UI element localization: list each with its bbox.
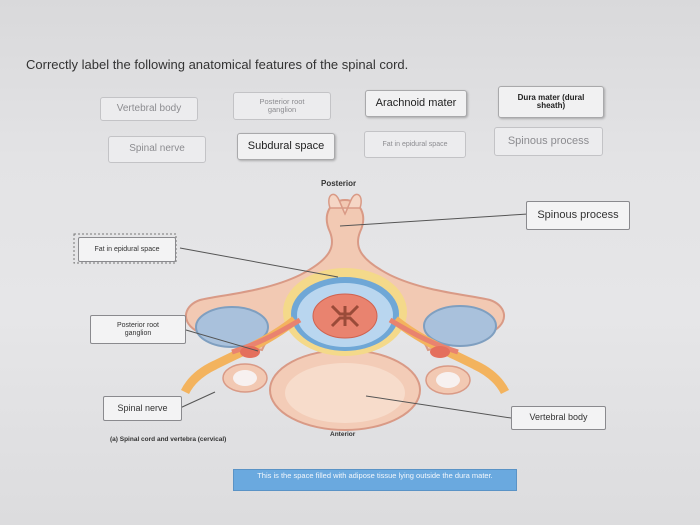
drop-zone-vertebral-body[interactable]: Vertebral body	[511, 406, 606, 430]
bank-chip-posterior-root-ganglion[interactable]: Posterior root ganglion	[233, 92, 331, 120]
nerve-root-left	[231, 317, 302, 355]
drop-target-highlight	[73, 233, 177, 264]
transverse-foramen-left	[195, 306, 269, 348]
drop-zone-fat-epidural-space[interactable]: Fat in epidural space	[78, 237, 176, 262]
vertebral-body-inner	[285, 363, 405, 423]
lower-foramen-left	[233, 370, 257, 386]
question-text: Correctly label the following anatomical…	[26, 57, 409, 72]
leader-ganglion	[185, 329, 259, 352]
bank-chip-vertebral-body[interactable]: Vertebral body	[100, 97, 198, 121]
leader-spinal-nerve	[179, 391, 216, 409]
hint-tooltip: This is the space filled with adipose ti…	[233, 469, 517, 491]
figure-caption: (a) Spinal cord and vertebra (cervical)	[110, 436, 227, 443]
transverse-foramen-right	[423, 305, 497, 347]
drop-zone-posterior-root-ganglion[interactable]: Posterior root ganglion	[90, 315, 186, 344]
drop-zone-spinous-process[interactable]: Spinous process	[526, 201, 630, 230]
leader-vertebral	[365, 395, 512, 419]
ganglion-right	[430, 346, 450, 358]
leader-fat	[179, 247, 339, 278]
gray-matter	[330, 304, 360, 328]
drop-zone-spinal-nerve[interactable]: Spinal nerve	[103, 396, 182, 421]
nerve-root-right	[388, 317, 459, 355]
bank-chip-dura-mater[interactable]: Dura mater (dural sheath)	[498, 86, 604, 118]
lower-foramen-right	[436, 372, 460, 388]
bank-chip-fat-epidural-space[interactable]: Fat in epidural space	[364, 131, 466, 158]
spinous-process-tip	[328, 193, 362, 216]
bank-chip-spinal-nerve[interactable]: Spinal nerve	[108, 136, 206, 163]
ganglion-left	[240, 346, 260, 358]
bank-chip-arachnoid-mater[interactable]: Arachnoid mater	[365, 90, 467, 117]
leader-spinous	[339, 213, 529, 227]
posterior-label: Posterior	[321, 179, 357, 188]
bank-chip-subdural-space[interactable]: Subdural space	[237, 133, 335, 160]
bank-chip-spinous-process[interactable]: Spinous process	[494, 127, 603, 156]
anterior-label: Anterior	[330, 431, 356, 438]
